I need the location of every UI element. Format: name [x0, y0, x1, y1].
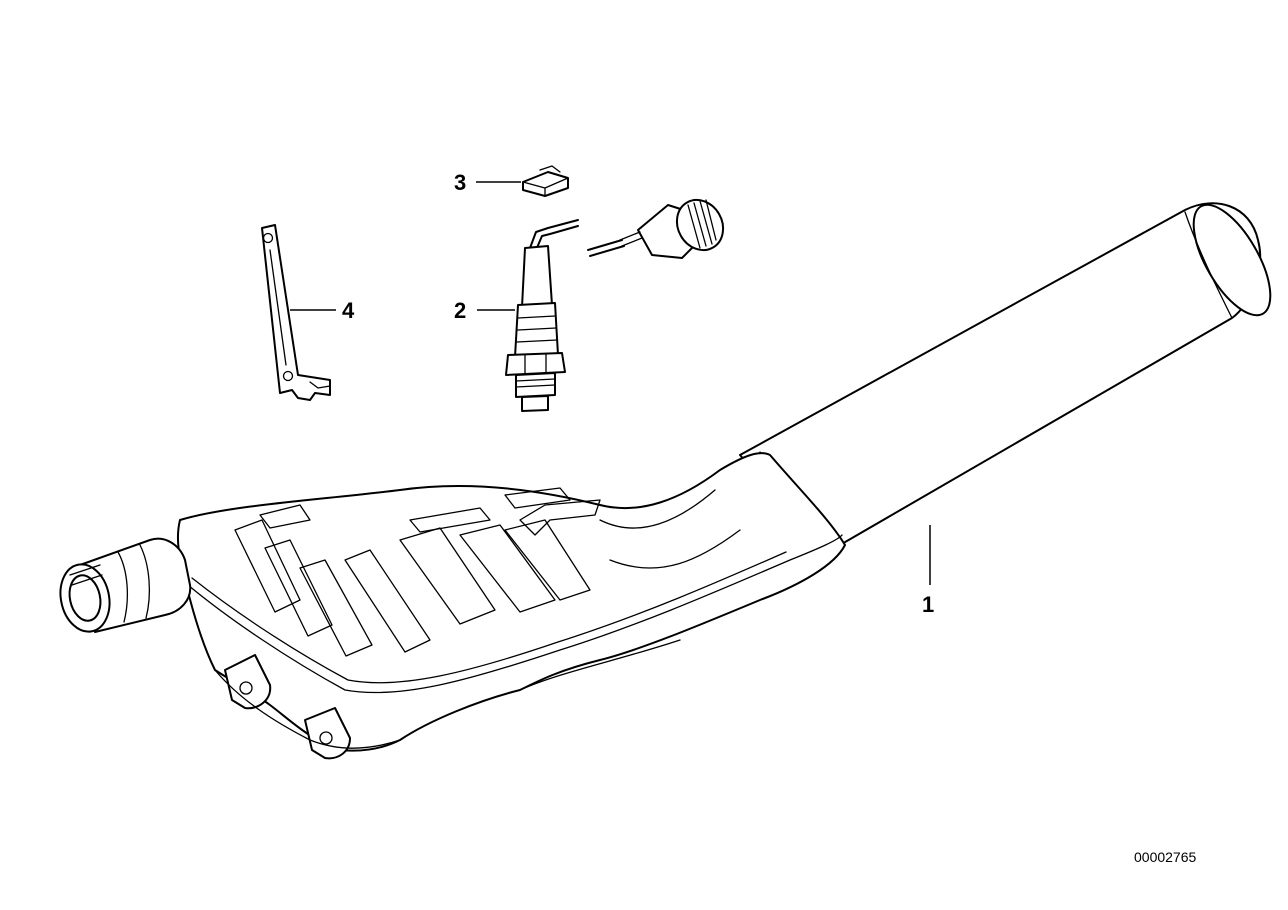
end-cap-ring [1184, 211, 1233, 319]
inlet-clamp-slot [69, 564, 103, 586]
clip-body [522, 171, 569, 197]
shield-rim [187, 534, 843, 694]
callout-4: 4 [342, 298, 355, 323]
sensor-cable-segment-2 [547, 219, 579, 235]
bracket-hook [309, 381, 331, 389]
part-3-clip [522, 165, 569, 197]
sensor-thread-lines [515, 378, 556, 388]
inlet-flange-inner [68, 574, 102, 622]
bend-line-1 [599, 489, 716, 529]
sensor-tip [521, 395, 549, 412]
mount-tab-2 [304, 707, 351, 760]
clip-fold [522, 177, 569, 197]
sensor-upper-body [521, 245, 553, 308]
mount-tab-1-hole [239, 681, 253, 695]
connector-knurl [687, 199, 717, 249]
shield-ribs [234, 487, 601, 657]
callout-3: 3 [454, 170, 466, 195]
sensor-cable-bend [529, 227, 551, 251]
bend-line-2 [609, 529, 741, 569]
clip-tab [539, 165, 561, 173]
bracket-edge [269, 249, 287, 366]
sensor-cable-segment-1 [587, 239, 625, 257]
callout-2: 2 [454, 298, 466, 323]
inlet-band-2 [139, 544, 150, 619]
converter-rear-pipe [739, 202, 1262, 546]
part-2-oxygen-sensor [505, 198, 725, 412]
converter-end-cap [1192, 203, 1272, 317]
bracket-bottom-hole [282, 370, 294, 382]
inlet-band [117, 551, 128, 623]
callout-1: 1 [922, 592, 934, 617]
lower-contour [214, 669, 401, 749]
sensor-ribs [516, 315, 558, 343]
sensor-hex-nut [505, 352, 566, 376]
sensor-hex-face [524, 353, 547, 375]
connector-tail [619, 231, 643, 247]
bracket-body [261, 224, 331, 401]
shield-rim-inner [191, 551, 787, 684]
underside-line [519, 639, 681, 691]
mount-tab-2-hole [319, 731, 333, 745]
part-4-bracket [261, 224, 331, 401]
part-1-catalytic-converter [59, 202, 1272, 760]
diagram-reference-number: 00002765 [1134, 849, 1197, 865]
bracket-top-hole [262, 232, 274, 244]
